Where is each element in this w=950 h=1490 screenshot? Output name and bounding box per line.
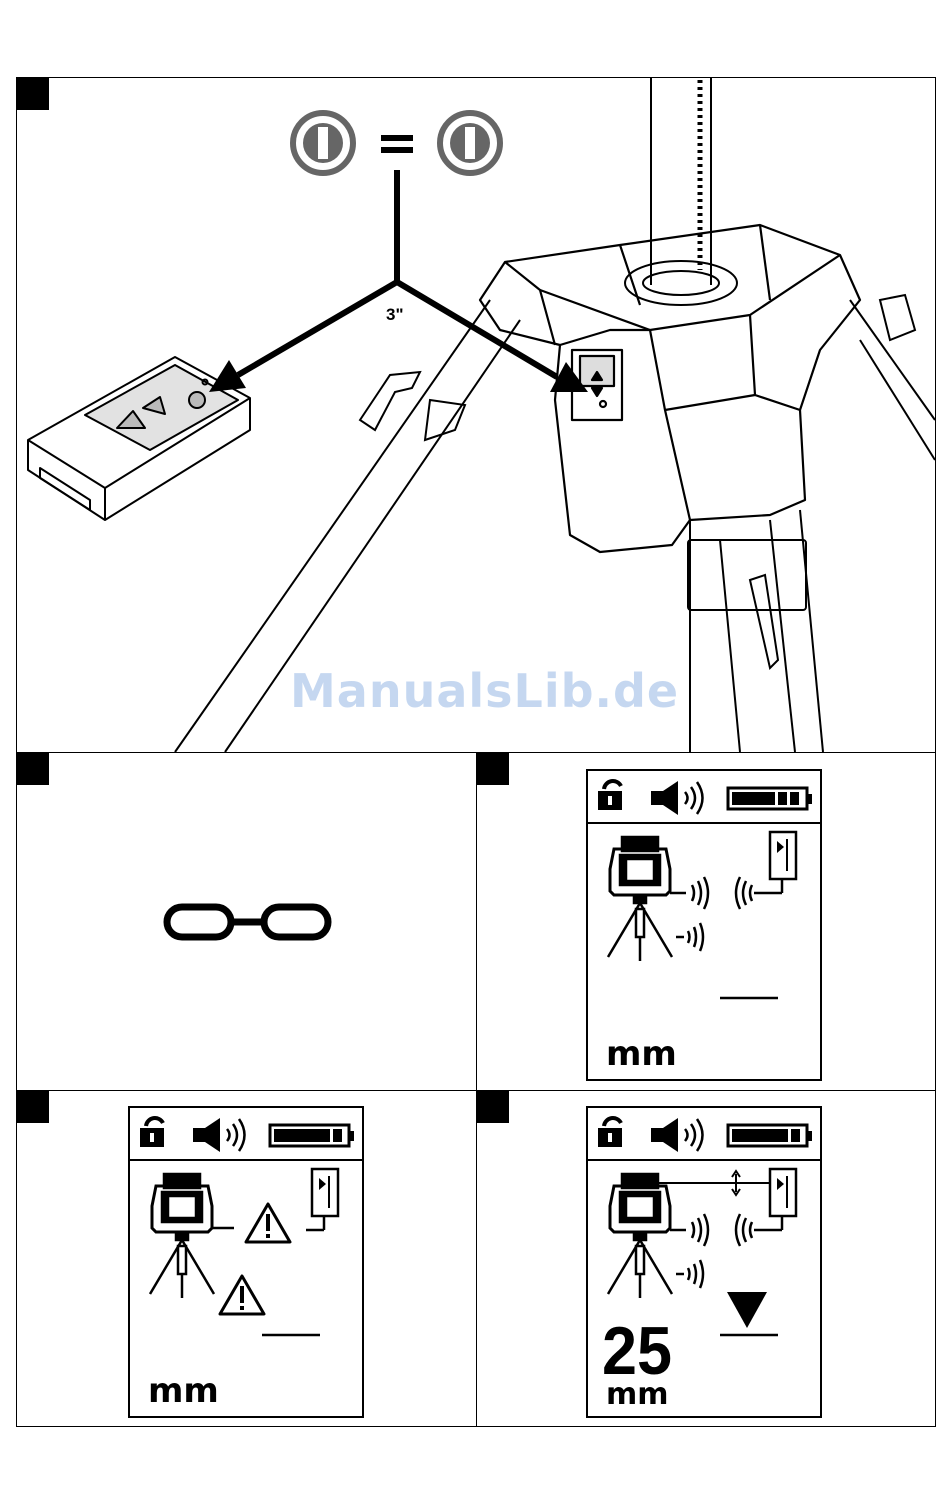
receiver-display-5: 25 mm [586,1106,822,1418]
receiver-device-icon [770,832,796,879]
watermark: ManualsLib.de [290,664,670,718]
figure-5-marker [477,1091,509,1123]
signal-arrows [238,170,557,377]
display-units-3: mm [606,1034,677,1074]
power-symbol-left-icon [293,113,353,173]
receiver-display-3: mm [586,769,822,1081]
hold-time-label: 3" [386,305,404,325]
receiver-display-4: mm [128,1106,364,1418]
power-symbol-right-icon [440,113,500,173]
display-units-4: mm [148,1371,219,1411]
tripod-head [480,225,860,552]
equals-sign [381,135,413,153]
receiver-device-icon [770,1169,796,1216]
figure-4-marker [17,1091,49,1123]
tripod-column [625,78,737,305]
power-button-icon [189,392,205,408]
chain-link-icon [160,898,340,948]
figure-3-marker [477,753,509,785]
measurement-units: mm [606,1377,669,1412]
figure-2-marker [17,753,49,785]
figure-1-illustration [0,0,950,760]
